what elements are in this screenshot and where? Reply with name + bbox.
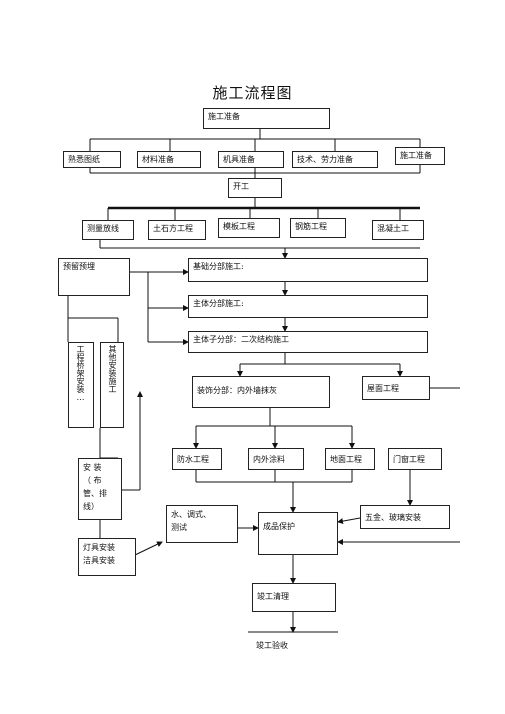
node-protect: 成品保护 [258,512,338,555]
left-vertical-text: 工程桥架安装… [76,345,85,402]
water-line-1: 水、调式、 [171,510,211,519]
node-embed: 预留预埋 [58,258,130,296]
install-line-2: （ 布 [83,476,102,485]
install-line-3: 管、排 [83,489,107,498]
node-left-vertical: 工程桥架安装… [68,342,94,428]
node-lamps: 灯具安装 洁具安装 [78,538,136,576]
node-prep: 施工准备 [203,108,330,129]
lamps-line-1: 灯具安装 [83,543,115,552]
node-drawings: 熟悉图纸 [63,151,121,168]
node-hardware: 五金、玻璃安装 [360,505,450,529]
node-site-prep: 施工准备 [395,147,445,165]
node-waterproof: 防水工程 [172,448,222,470]
node-survey: 测量放线 [82,220,134,240]
node-sub: 主体子分部：二次结构施工 [188,331,428,353]
node-concrete: 混凝土工 [372,220,424,240]
lamps-line-2: 洁具安装 [83,556,115,565]
node-floor: 地面工程 [325,448,375,470]
node-install-wiring: 安 装 （ 布 管、排 线） [78,458,122,520]
other-install-text: 其他安装施工 [108,345,117,393]
node-formwork: 模板工程 [218,218,280,238]
node-paint: 内外涂料 [248,448,304,470]
water-line-2: 测试 [171,523,187,532]
node-acceptance: 竣工验收 [256,641,288,650]
page-title: 施工流程图 [212,84,293,102]
node-decoration: 装饰分部：内外墙抹灰 [192,376,330,408]
node-tech-labor: 技术、劳力准备 [292,151,378,168]
node-materials: 材料准备 [137,151,201,168]
install-line-1: 安 装 [83,463,102,472]
node-foundation: 基础分部施工: [188,258,428,282]
node-other-install: 其他安装施工 [100,342,124,428]
node-rebar: 钢筋工程 [290,218,346,238]
node-water-test: 水、调式、 测试 [166,505,238,543]
node-machinery: 机具准备 [218,151,284,168]
install-line-4: 线） [83,502,99,511]
node-main: 主体分部施工: [188,295,428,318]
node-start: 开工 [228,178,282,198]
node-earthwork: 土石方工程 [148,220,206,240]
node-roof: 屋面工程 [362,376,430,400]
node-cleanup: 竣工清理 [252,583,336,612]
node-doors: 门窗工程 [388,448,442,470]
